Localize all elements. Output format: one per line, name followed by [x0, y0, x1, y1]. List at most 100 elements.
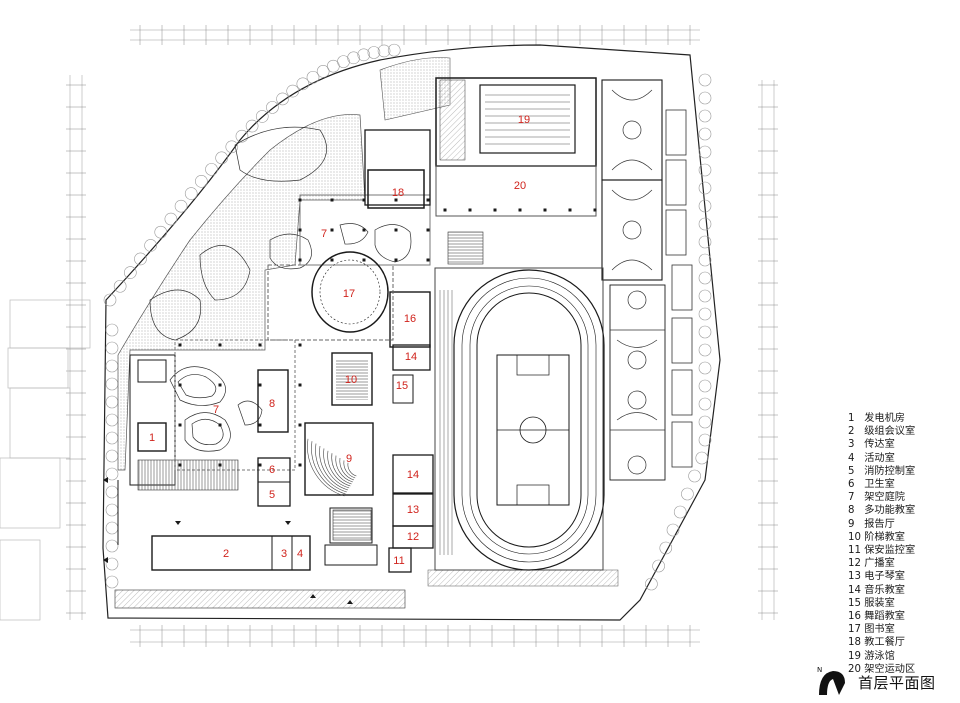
legend-item: 18 教工餐厅: [848, 636, 958, 649]
room-number-11: 11: [393, 555, 404, 567]
legend-number: 9: [848, 518, 855, 530]
legend-number: 20: [848, 663, 861, 675]
legend-label: 多功能教室: [861, 505, 916, 517]
legend-label: 阶梯教室: [861, 531, 905, 543]
legend-label: 游泳馆: [861, 650, 895, 662]
legend-number: 1: [848, 413, 855, 424]
room-number-2: 2: [223, 548, 229, 560]
room-number-14-upper: 14: [405, 351, 417, 363]
legend-number: 18: [848, 637, 861, 649]
north-arrow-icon: [819, 671, 845, 695]
legend-number: 16: [848, 611, 861, 623]
site-boundary: [102, 44, 721, 621]
room-number-6: 6: [269, 464, 275, 476]
dimension-ticks: [66, 25, 778, 647]
legend-label: 传达室: [861, 439, 895, 451]
library-oval: [311, 251, 389, 333]
legend-label: 舞蹈教室: [861, 611, 905, 623]
legend-number: 2: [848, 426, 855, 438]
drawing-title: 首层平面图: [858, 674, 936, 692]
legend-item: 10 阶梯教室: [848, 531, 958, 544]
legend-label: 图书室: [861, 624, 895, 636]
room-number-3: 3: [281, 548, 287, 560]
legend-label: 广播室: [861, 558, 895, 570]
legend-item: 17 图书室: [848, 623, 958, 636]
legend-number: 13: [848, 571, 861, 583]
legend-label: 架空运动区: [861, 663, 916, 675]
legend-number: 10: [848, 531, 861, 543]
legend-label: 发电机房: [861, 413, 905, 424]
legend-label: 服装室: [861, 597, 895, 609]
legend-item: 16 舞蹈教室: [848, 610, 958, 623]
legend-label: 消防控制室: [861, 465, 916, 477]
hatched-structures: [114, 79, 619, 609]
room-number-14-lower: 14: [407, 469, 419, 481]
landscape-garden: [117, 114, 366, 471]
room-number-7-west: 7: [213, 404, 219, 416]
legend-item: 2 级组会议室: [848, 425, 958, 438]
legend-item: 19 游泳馆: [848, 650, 958, 663]
legend-number: 12: [848, 558, 861, 570]
pool-lanes: [485, 94, 570, 145]
legend-number: 11: [848, 545, 861, 557]
legend-item: 5 消防控制室: [848, 465, 958, 478]
room-number-15: 15: [396, 380, 408, 392]
legend-number: 14: [848, 584, 861, 596]
legend-item: 3 传达室: [848, 438, 958, 451]
legend-item: 15 服装室: [848, 597, 958, 610]
legend-number: 7: [848, 492, 855, 504]
legend-label: 卫生室: [861, 479, 895, 491]
legend-label: 活动室: [861, 452, 895, 464]
legend-item: 6 卫生室: [848, 478, 958, 491]
auditorium-seating: [307, 438, 357, 497]
legend-number: 15: [848, 597, 861, 609]
legend-number: 4: [848, 452, 855, 464]
legend-number: 17: [848, 624, 861, 636]
room-number-20: 20: [514, 180, 526, 192]
room-number-16: 16: [404, 313, 416, 325]
legend-label: 级组会议室: [861, 426, 916, 438]
room-number-19: 19: [518, 114, 530, 126]
trees: [103, 43, 712, 591]
legend-item: 13 电子琴室: [848, 570, 958, 583]
legend-number: 6: [848, 479, 855, 491]
north-label: N: [817, 666, 823, 674]
legend-number: 19: [848, 650, 861, 662]
room-number-7-north: 7: [321, 228, 327, 240]
legend-number: 5: [848, 465, 855, 477]
basketball-courts: [610, 89, 665, 475]
room-number-12: 12: [407, 531, 419, 543]
running-track: [434, 267, 605, 571]
room-number-18: 18: [392, 187, 404, 199]
legend-item: 4 活动室: [848, 452, 958, 465]
room-number-13: 13: [407, 504, 419, 516]
room-number-10: 10: [345, 374, 357, 386]
legend-label: 电子琴室: [861, 571, 905, 583]
tiered-rows: [336, 360, 368, 400]
legend-label: 教工餐厅: [861, 637, 905, 649]
legend-number: 3: [848, 439, 855, 451]
legend-item: 12 广播室: [848, 557, 958, 570]
legend-label: 报告厅: [861, 518, 895, 530]
legend-item: 11 保安监控室: [848, 544, 958, 557]
legend-label: 架空庭院: [861, 492, 905, 504]
room-number-1: 1: [149, 432, 155, 444]
legend-item: 20 架空运动区: [848, 663, 958, 676]
contour-blobs: [149, 126, 412, 452]
legend-item: 1 发电机房: [848, 412, 958, 425]
legend-item: 14 音乐教室: [848, 584, 958, 597]
room-number-5: 5: [269, 489, 275, 501]
room-number-17: 17: [343, 288, 355, 300]
legend-item: 7 架空庭院: [848, 491, 958, 504]
adjacent-buildings: [0, 299, 91, 621]
entrance-arrows: [103, 477, 353, 604]
room-number-9: 9: [346, 453, 352, 465]
room-number-8: 8: [269, 398, 275, 410]
legend-label: 音乐教室: [861, 584, 905, 596]
side-courts: [665, 109, 693, 468]
legend-item: 8 多功能教室: [848, 504, 958, 517]
dimension-lines: [69, 29, 775, 643]
title-block: 首层平面图: [818, 672, 936, 693]
